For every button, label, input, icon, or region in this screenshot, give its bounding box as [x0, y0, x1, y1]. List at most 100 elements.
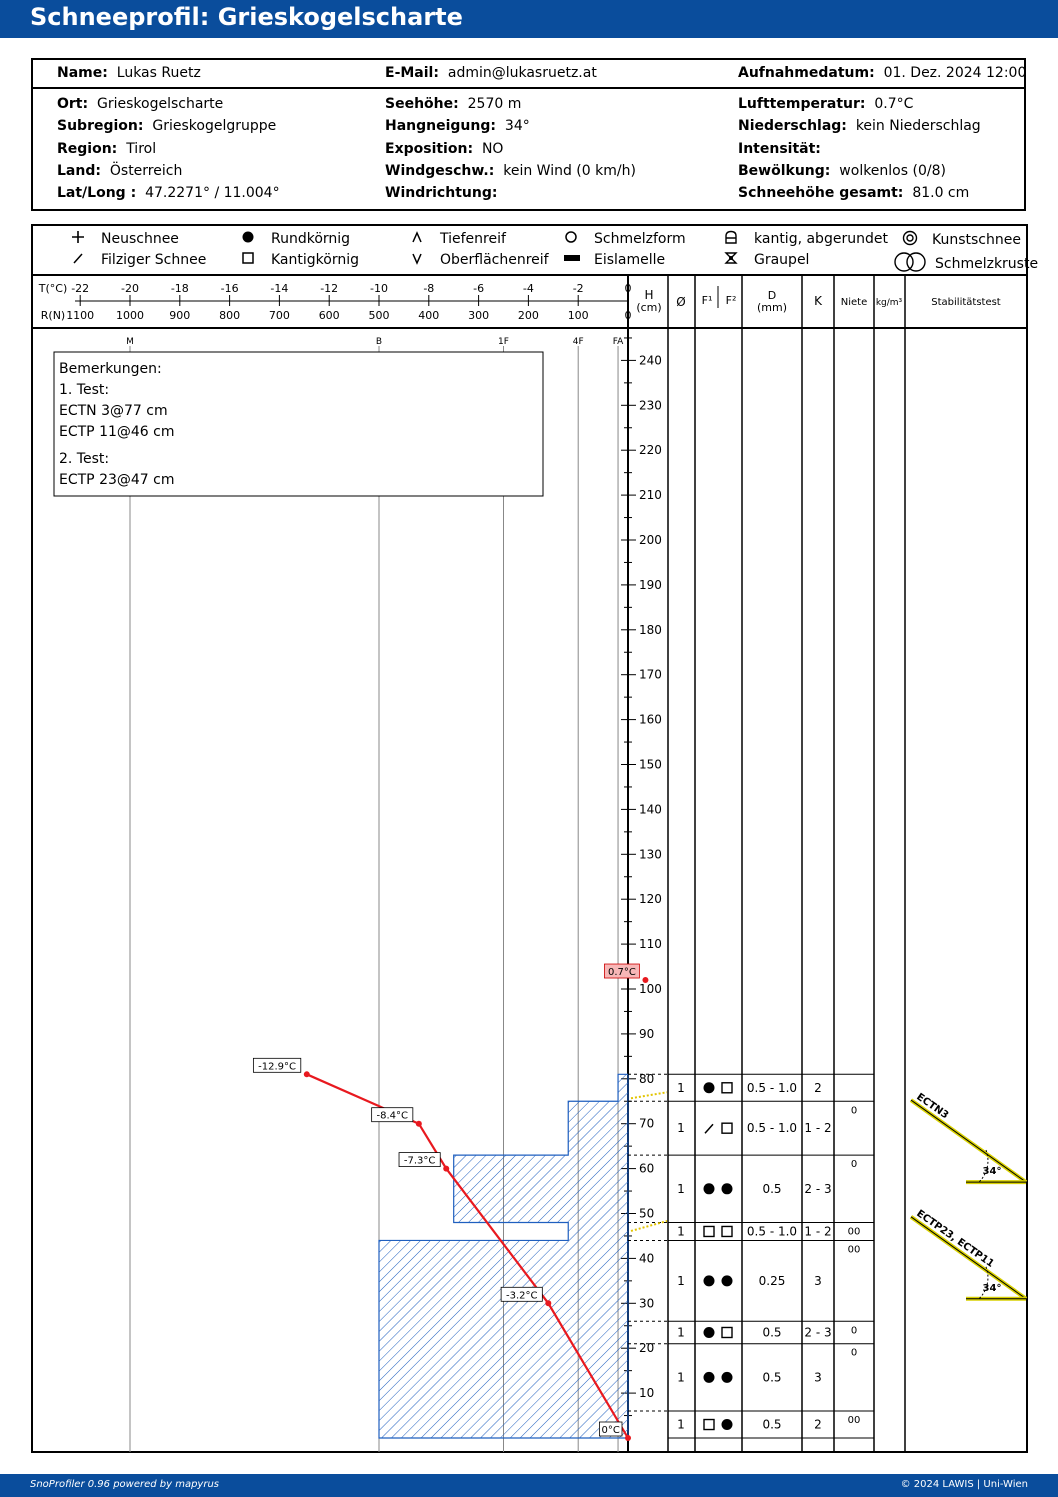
h-tick-label: 40 — [639, 1251, 654, 1265]
legend-item: Kunstschnee — [902, 230, 1021, 250]
col-header-d-unit: (mm) — [757, 301, 787, 314]
info-field: Seehöhe: 2570 m — [385, 96, 522, 112]
t-tick-label: -22 — [71, 282, 89, 295]
h-tick-label: 210 — [639, 488, 662, 502]
legend-item: Filziger Schnee — [71, 251, 206, 269]
filled-circle-icon — [721, 1275, 733, 1287]
square-icon — [241, 251, 263, 269]
page-title: Schneeprofil: Grieskogelscharte — [30, 3, 463, 31]
footer-left: SnoProfiler 0.96 powered by mapyrus — [30, 1479, 220, 1490]
legend-label: Filziger Schnee — [101, 252, 207, 268]
layer-d-value: 0.5 — [762, 1418, 781, 1432]
stability-angle-arc — [978, 1149, 989, 1183]
legend-item: kantig, abgerundet — [724, 230, 888, 248]
layer-d-value: 0.25 — [759, 1274, 786, 1288]
t-tick-label: -10 — [370, 282, 388, 295]
t-tick-label: -14 — [270, 282, 288, 295]
legend-label: Graupel — [754, 252, 810, 268]
date-row: Aufnahmedatum: 01. Dez. 2024 12:00 — [738, 65, 1027, 81]
legend-item: Oberflächenreif — [410, 251, 549, 269]
info-value: NO — [481, 140, 504, 157]
slash-icon — [71, 251, 93, 269]
h-tick-label: 200 — [639, 533, 662, 547]
info-field: Niederschlag: kein Niederschlag — [738, 118, 981, 135]
r-tick-label: 300 — [468, 309, 489, 322]
legend-label: Oberflächenreif — [440, 252, 549, 268]
t-tick-label: -4 — [523, 282, 534, 295]
t-tick-label: -16 — [221, 282, 239, 295]
r-tick-label: 500 — [369, 309, 390, 322]
temperature-label-box — [500, 1286, 543, 1302]
filled-circle-icon — [703, 1275, 715, 1287]
h-tick-label: 170 — [639, 668, 662, 682]
t-tick-label: -12 — [320, 282, 338, 295]
square-icon — [721, 1122, 733, 1134]
legend-item: Schmelzform — [564, 230, 686, 248]
layer-d-value: 0.5 — [762, 1182, 781, 1196]
info-value: Österreich — [109, 162, 183, 179]
temperature-label-box — [599, 1421, 623, 1437]
r-tick-label: 1000 — [116, 309, 144, 322]
layer-k-value: 1 - 2 — [804, 1121, 831, 1135]
info-value: Tirol — [126, 140, 157, 157]
info-field: Lat/Long : 47.2271° / 11.004° — [57, 185, 280, 202]
temperature-point — [415, 1120, 422, 1127]
layer-niete-value: 00 — [848, 1415, 861, 1426]
temperature-point — [545, 1300, 552, 1307]
h-tick-label: 30 — [639, 1296, 654, 1310]
layer-k-value: 2 — [814, 1081, 822, 1095]
temperature-label: -12.9°C — [258, 1061, 296, 1072]
stability-test-line — [910, 1216, 1027, 1300]
layer-k-value: 1 - 2 — [804, 1224, 831, 1238]
info-value: 0.7°C — [874, 96, 914, 112]
stability-angle-label: 34° — [983, 1166, 1002, 1177]
square-icon — [721, 1225, 733, 1238]
remarks-line: ECTN 3@77 cm — [59, 403, 168, 419]
plus-icon — [71, 230, 93, 248]
layer-k-value: 2 - 3 — [804, 1182, 831, 1196]
layer-o-value: 1 — [677, 1121, 685, 1135]
layer-niete-value: 0 — [851, 1325, 857, 1336]
date-value: 01. Dez. 2024 12:00 — [883, 65, 1027, 81]
h-tick-label: 20 — [639, 1341, 654, 1355]
remarks-line: ECTP 11@46 cm — [59, 424, 174, 440]
rounded-square-icon — [724, 230, 746, 248]
r-tick-label: 900 — [169, 309, 190, 322]
h-tick-label: 110 — [639, 937, 662, 951]
layer-k-value: 3 — [814, 1370, 822, 1384]
square-icon — [703, 1418, 715, 1431]
hardness-reference-label: M — [126, 337, 134, 347]
stability-test-label: ECTP23, ECTP11 — [914, 1208, 996, 1270]
info-field: Schneehöhe gesamt: 81.0 cm — [738, 185, 970, 202]
layer-niete-value: 0 — [851, 1159, 857, 1170]
t-tick-label: -8 — [423, 282, 434, 295]
filled-circle-icon — [721, 1371, 733, 1383]
layer-niete-value: 0 — [851, 1348, 857, 1359]
layer-d-value: 0.5 - 1.0 — [747, 1224, 797, 1238]
graupel-icon — [724, 251, 746, 269]
temperature-point — [443, 1165, 450, 1172]
h-tick-label: 230 — [639, 398, 662, 412]
h-tick-label: 180 — [639, 623, 662, 637]
filled-circle-icon — [703, 1082, 715, 1094]
temperature-label: -7.3°C — [404, 1156, 436, 1167]
name-row: Name: Lukas Ruetz — [57, 65, 201, 81]
layer-o-value: 1 — [677, 1182, 685, 1196]
legend-label: Eislamelle — [594, 252, 666, 268]
layer-k-value: 2 — [814, 1418, 822, 1432]
info-value: 34° — [504, 118, 530, 135]
layer-niete-value: 00 — [848, 1226, 861, 1237]
info-box: Name: Lukas Ruetz E-Mail: admin@lukasrue… — [31, 58, 1026, 211]
layer-o-value: 1 — [677, 1325, 685, 1339]
email-row: E-Mail: admin@lukasruetz.at — [385, 65, 597, 81]
info-field: Region: Tirol — [57, 140, 157, 157]
temperature-label-box — [398, 1152, 441, 1167]
col-header-h: H — [644, 288, 653, 302]
t-tick-label: 0 — [625, 282, 632, 295]
temperature-label: -3.2°C — [506, 1290, 538, 1301]
legend-label: Tiefenreif — [440, 231, 506, 247]
h-tick-label: 120 — [639, 892, 662, 906]
col-header-f1: F¹ — [702, 294, 713, 307]
layer-niete-value: 00 — [848, 1244, 861, 1255]
